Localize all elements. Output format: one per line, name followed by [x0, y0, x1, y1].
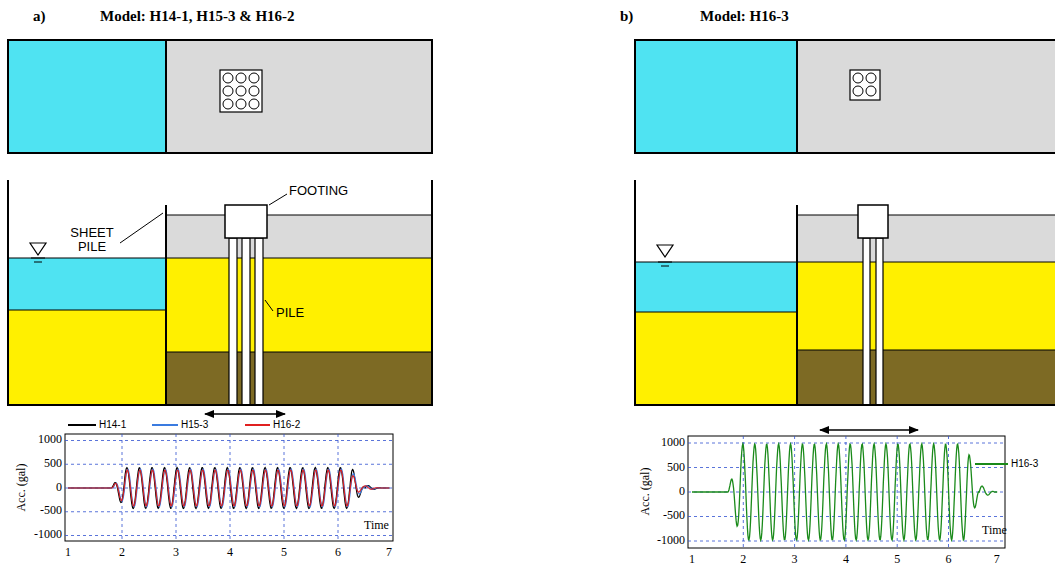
grid-line	[122, 434, 123, 541]
pile-circle	[223, 86, 233, 96]
tick-label: 3	[792, 553, 798, 566]
section-view	[8, 180, 432, 414]
tick-label: 0	[679, 485, 685, 498]
tick-label: 4	[227, 546, 233, 559]
tick-label: 7	[994, 553, 1000, 566]
legend-sample	[975, 463, 1008, 465]
tick-label: 6	[946, 553, 952, 566]
grid-line	[688, 467, 1005, 468]
shaking-arrow	[820, 429, 918, 431]
part-label: PILE	[276, 306, 304, 320]
legend-text: H15-3	[180, 419, 209, 430]
pile-circle	[249, 73, 259, 83]
legend-sample	[245, 424, 270, 426]
acceleration-trace	[68, 469, 389, 507]
panel-label: b)	[620, 8, 633, 25]
pile-circle	[223, 73, 233, 83]
tick-label: Time	[364, 519, 389, 532]
plan-view	[8, 40, 432, 153]
acceleration-trace	[692, 444, 997, 540]
grid-line	[688, 492, 1005, 493]
pile-circle	[853, 73, 863, 83]
pile-circle	[236, 73, 246, 83]
chart-frame	[688, 436, 1005, 548]
grid-line	[284, 434, 285, 541]
leader-line	[265, 300, 273, 311]
tick-label: 2	[119, 546, 125, 559]
tick-label: -1000	[34, 528, 62, 541]
legend-sample	[68, 424, 96, 426]
tick-label: Time	[982, 524, 1007, 537]
acceleration-trace	[68, 470, 389, 506]
section-view	[635, 180, 1055, 430]
pile-circle	[249, 86, 259, 96]
shaking-arrow	[205, 413, 285, 415]
tick-label: -1000	[657, 534, 685, 547]
plan-view	[635, 40, 1055, 153]
pile-circle	[249, 99, 259, 109]
pile-circle	[853, 86, 863, 96]
tick-label: 5	[281, 546, 287, 559]
part-label: SHEET PILE	[67, 226, 117, 255]
grid-line	[65, 511, 393, 512]
acceleration-trace	[68, 468, 389, 509]
tick-label: -500	[663, 509, 685, 522]
tick-label: 1	[65, 546, 71, 559]
tick-label: 6	[335, 546, 341, 559]
panel-label: a)	[33, 8, 46, 25]
grid-line	[176, 434, 177, 541]
tick-label: 5	[894, 553, 900, 566]
leader-line	[120, 213, 163, 243]
tick-label: 1000	[661, 436, 685, 449]
tick-label: 500	[667, 461, 685, 474]
chart-frame	[65, 434, 393, 541]
tick-label: 1000	[38, 433, 62, 446]
pile-circle	[236, 86, 246, 96]
pile-circle	[866, 73, 876, 83]
pile-circle	[223, 99, 233, 109]
tick-label: 1	[689, 553, 695, 566]
tick-label: 3	[173, 546, 179, 559]
legend-sample	[152, 424, 178, 426]
legend-text: H16-3	[1010, 458, 1039, 469]
legend-text: H16-2	[272, 419, 301, 430]
grid-line	[65, 464, 393, 465]
tick-label: 2	[740, 553, 746, 566]
tick-label: 4	[843, 553, 849, 566]
panel-title: Model: H16-3	[700, 8, 789, 25]
pile-circle	[866, 86, 876, 96]
tick-label: 7	[386, 546, 392, 559]
grid-line	[65, 440, 393, 441]
tick-label: 0	[56, 481, 62, 494]
leader-line	[269, 194, 287, 205]
axis-title: Acc. (gal)	[639, 468, 652, 516]
tick-label: -500	[40, 504, 62, 517]
tick-label: 500	[44, 457, 62, 470]
panel-title: Model: H14-1, H15-3 & H16-2	[100, 8, 295, 25]
grid-line	[688, 541, 1005, 542]
axis-title: Acc. (gal)	[15, 464, 28, 512]
pile-circle	[236, 99, 246, 109]
grid-line	[688, 443, 1005, 444]
part-label: FOOTING	[289, 184, 348, 198]
legend-text: H14-1	[98, 419, 127, 430]
grid-line	[65, 535, 393, 536]
